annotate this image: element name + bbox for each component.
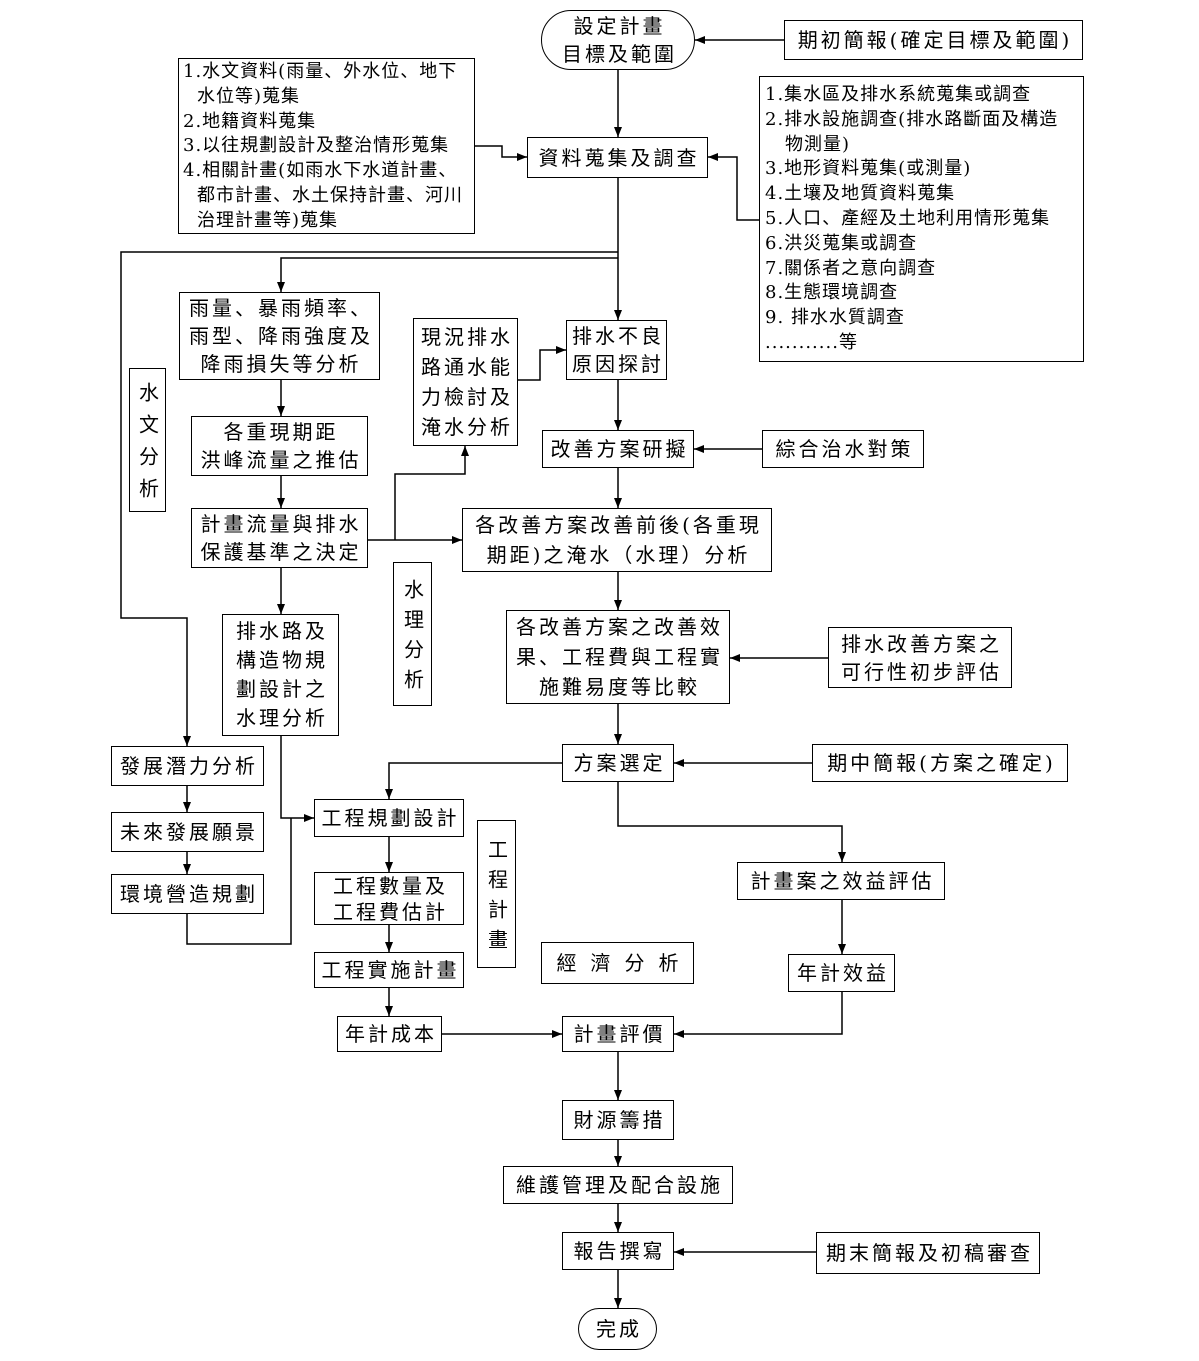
hydraulics-label-text: 水理分析 xyxy=(400,579,425,699)
quantity-estimate-box: 工程數量及 工程費估計 xyxy=(314,872,464,925)
annual-benefit-box: 年計效益 xyxy=(788,954,895,992)
connector-annual-benefit-to-evaluation xyxy=(674,992,843,1038)
economic-analysis-section-label: 經濟分析 xyxy=(541,942,694,984)
connector-selection-to-engineering-design xyxy=(385,762,562,799)
list-item: 4.相關計畫(如雨水下水道計畫、 xyxy=(183,160,458,182)
environment-planning-box: 環境營造規劃 xyxy=(111,874,264,914)
future-vision-box: 未來發展願景 xyxy=(111,812,264,852)
before-after-analysis-box: 各改善方案改善前後(各重現 期距)之淹水（水理）分析 xyxy=(462,508,772,572)
engineering-design-box: 工程規劃設計 xyxy=(314,799,464,837)
list-item: 1.集水區及排水系統蒐集或調查 xyxy=(765,84,1032,105)
start-node: 設定計畫 目標及範圍 xyxy=(541,10,695,70)
list-item: 2.排水設施調查(排水路斷面及構造 xyxy=(765,108,1059,130)
benefit-evaluation-box: 計畫案之效益評估 xyxy=(737,862,945,900)
integrated-flood-control-box: 綜合治水對策 xyxy=(762,430,924,468)
connector-current-capacity-to-poor-drainage xyxy=(518,346,566,381)
list-item: 1.水文資料(雨量、外水位、地下 xyxy=(183,61,458,82)
list-item: ...........等 xyxy=(765,331,858,353)
engineering-plan-label-text: 工程計畫 xyxy=(484,839,509,959)
list-item: 5.人口、產經及土地利用情形蒐集 xyxy=(765,207,1051,229)
hydrology-section-label: 水文分析 xyxy=(129,368,166,512)
connector-hydro-list-to-data-collection xyxy=(475,145,527,161)
annual-cost-box: 年計成本 xyxy=(337,1016,442,1052)
list-item: 治理計畫等)蒐集 xyxy=(197,209,339,231)
hydraulics-section-label: 水理分析 xyxy=(393,562,432,706)
connector-selection-to-benefit-evaluation xyxy=(617,782,846,862)
plan-evaluation-box: 計畫評價 xyxy=(562,1016,674,1052)
channel-design-box: 排水路及 構造物規 劃設計之 水理分析 xyxy=(222,614,339,736)
data-collection-box: 資料蒐集及調查 xyxy=(527,137,708,178)
comparison-box: 各改善方案之改善效 果、工程費與工程實 施難易度等比較 xyxy=(506,610,730,704)
development-potential-box: 發展潛力分析 xyxy=(111,746,264,786)
list-item: 8.生態環境調查 xyxy=(765,282,899,304)
list-item: 3.地形資料蒐集(或測量) xyxy=(765,158,972,180)
hydrology-label-text: 水文分析 xyxy=(135,382,160,510)
connector-design-flow-to-current-capacity xyxy=(394,446,469,540)
design-flow-box: 計畫流量與排水 保護基準之決定 xyxy=(191,508,368,568)
hydro-data-list: 1.水文資料(雨量、外水位、地下 水位等)蒐集 2.地籍資料蒐集 3.以往規劃設… xyxy=(178,58,475,234)
list-item: 物測量) xyxy=(785,133,851,155)
list-item: 7.關係者之意向調查 xyxy=(765,257,937,279)
plan-selection-box: 方案選定 xyxy=(562,744,674,782)
kickoff-briefing-box: 期初簡報(確定目標及範圍) xyxy=(784,20,1083,60)
connector-data-collection-to-rainfall xyxy=(277,257,618,292)
implementation-plan-box: 工程實施計畫 xyxy=(314,952,464,988)
list-item: 4.土壤及地質資料蒐集 xyxy=(765,183,956,205)
flood-peak-box: 各重現期距 洪峰流量之推估 xyxy=(191,416,368,476)
survey-items-list: 1.集水區及排水系統蒐集或調查 2.排水設施調查(排水路斷面及構造 物測量) 3… xyxy=(759,76,1084,362)
engineering-plan-section-label: 工程計畫 xyxy=(477,820,516,968)
list-item: 6.洪災蒐集或調查 xyxy=(765,232,918,254)
current-capacity-box: 現況排水 路通水能 力檢討及 淹水分析 xyxy=(413,318,518,446)
completion-node: 完成 xyxy=(578,1308,657,1350)
improvement-plans-box: 改善方案研擬 xyxy=(542,430,694,468)
list-item: 水位等)蒐集 xyxy=(197,85,301,107)
final-briefing-box: 期末簡報及初稿審查 xyxy=(816,1232,1040,1274)
list-item: 2.地籍資料蒐集 xyxy=(183,110,317,132)
list-item: 3.以往規劃設計及整治情形蒐集 xyxy=(183,135,450,157)
connector-channel-design-to-engineering-design xyxy=(280,736,314,822)
feasibility-box: 排水改善方案之 可行性初步評估 xyxy=(828,627,1012,688)
rainfall-analysis-box: 雨量、暴雨頻率、 雨型、降雨強度及 降雨損失等分析 xyxy=(179,292,380,380)
connector-survey-list-to-data-collection xyxy=(708,153,759,221)
maintenance-box: 維護管理及配合設施 xyxy=(503,1166,733,1204)
list-item: 都市計畫、水土保持計畫、河川 xyxy=(197,184,463,206)
funding-box: 財源籌措 xyxy=(562,1100,674,1140)
poor-drainage-box: 排水不良 原因探討 xyxy=(566,320,667,380)
list-item: 9. 排水水質調查 xyxy=(765,307,905,329)
report-writing-box: 報告撰寫 xyxy=(562,1232,674,1270)
midterm-briefing-box: 期中簡報(方案之確定) xyxy=(812,744,1068,782)
